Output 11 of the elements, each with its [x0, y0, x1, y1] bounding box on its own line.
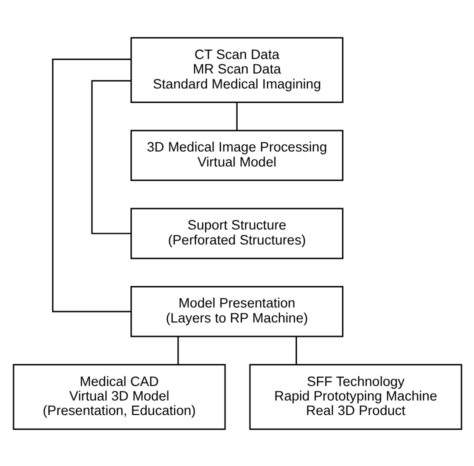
connector [236, 102, 238, 130]
node-box: CT Scan Data MR Scan Data Standard Medical Imagining [130, 36, 343, 102]
connector [90, 80, 130, 234]
node-box: Suport Structure (Perforated Structures) [130, 207, 343, 259]
connector [176, 336, 178, 364]
connector [295, 336, 296, 364]
node-box: 3D Medical Image Processing Virtual Model [130, 129, 343, 181]
node-box: SFF Technology Rapid Prototyping Machine Real 3D Product [248, 364, 462, 430]
node-box: Model Presentation (Layers to RP Machine) [130, 285, 343, 337]
node-box: Medical CAD Virtual 3D Model (Presentation, Education) [12, 364, 226, 430]
connector [52, 58, 130, 312]
